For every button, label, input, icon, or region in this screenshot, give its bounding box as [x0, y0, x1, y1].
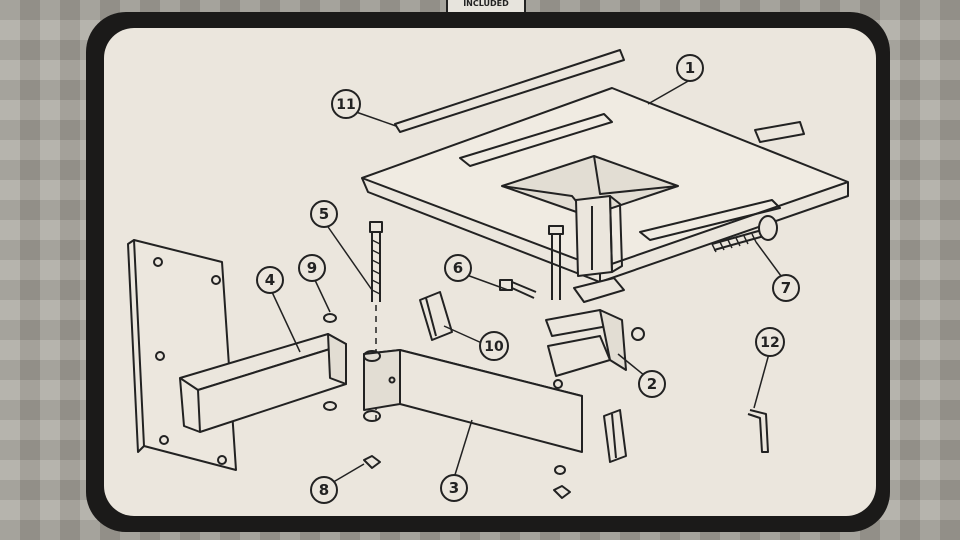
- part-wall-plate: [127, 239, 237, 471]
- callout-9-number: 9: [307, 259, 317, 277]
- callout-4-number: 4: [265, 271, 275, 289]
- part-8-nut: [363, 455, 571, 499]
- callout-5: 5: [310, 200, 338, 228]
- parts-diagram-card: 1 2 3 4 5 6 7 8 9 10 11 12: [86, 12, 890, 532]
- callout-1-number: 1: [685, 59, 695, 77]
- callout-leader-lines: [271, 79, 785, 485]
- part-4-arm: [179, 333, 347, 433]
- callout-9: 9: [298, 254, 326, 282]
- callout-10: 10: [479, 331, 509, 361]
- part-9-washer: [323, 313, 337, 411]
- callout-2: 2: [638, 370, 666, 398]
- callout-12-number: 12: [760, 335, 779, 351]
- callout-6: 6: [444, 254, 472, 282]
- callout-2-number: 2: [647, 375, 657, 393]
- part-7-bolt: [711, 215, 778, 253]
- callout-7: 7: [772, 274, 800, 302]
- callout-10-number: 10: [484, 339, 504, 355]
- part-10-clip: [419, 291, 453, 341]
- callout-8: 8: [310, 476, 338, 504]
- part-11-rail: [394, 49, 805, 143]
- callout-8-number: 8: [319, 481, 329, 499]
- callout-6-number: 6: [453, 259, 463, 277]
- callout-1: 1: [676, 54, 704, 82]
- callout-12: 12: [755, 327, 785, 357]
- callout-11-number: 11: [336, 97, 355, 113]
- callout-4: 4: [256, 266, 284, 294]
- callout-11: 11: [331, 89, 361, 119]
- part-clip-lower: [603, 409, 627, 463]
- callout-7-number: 7: [781, 279, 791, 297]
- part-1-mounting-plate: [361, 87, 849, 283]
- callout-5-number: 5: [319, 205, 329, 223]
- part-long-bolt: [548, 225, 564, 300]
- part-3-arm: [363, 349, 583, 453]
- part-spacer-block: [573, 277, 625, 303]
- part-12-hex-key: [747, 409, 769, 453]
- callout-3-number: 3: [449, 479, 459, 497]
- callout-3: 3: [440, 474, 468, 502]
